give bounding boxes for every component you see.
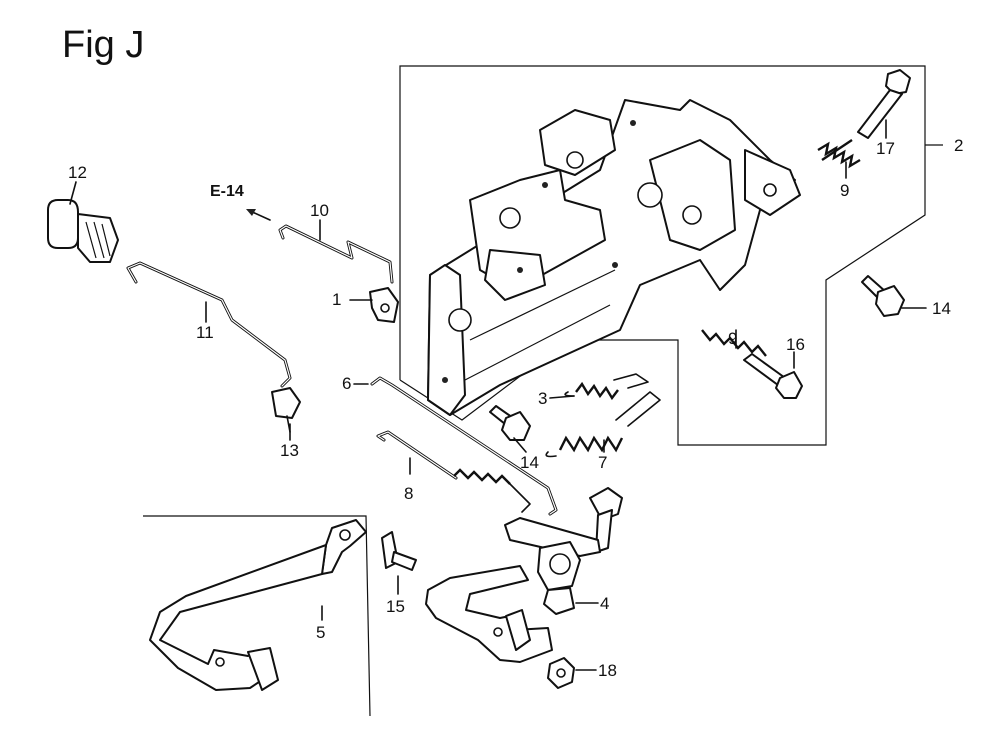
- callout-16: 16: [786, 335, 805, 354]
- wire-rod: [246, 209, 394, 284]
- clip: [369, 287, 399, 323]
- throttle-knob: [47, 199, 119, 263]
- callout-4: 4: [600, 594, 609, 613]
- callout-5: 5: [316, 623, 325, 642]
- nut-18: [547, 657, 575, 689]
- figure-title: Fig J: [62, 24, 145, 66]
- callout-9-upper: 9: [840, 181, 849, 200]
- ref-label: E-14: [210, 183, 244, 200]
- callout-18: 18: [598, 661, 617, 680]
- callout-14-center: 14: [520, 453, 539, 472]
- callout-8: 8: [404, 484, 413, 503]
- bolt-15: [381, 531, 417, 571]
- governor-rod: [370, 376, 558, 516]
- governor-plate: [427, 99, 801, 416]
- callout-17: 17: [876, 139, 895, 158]
- lower-lever: [425, 565, 553, 663]
- large-spring: [545, 391, 661, 458]
- upper-spring: [817, 139, 861, 169]
- sub-assembly-frame: [143, 515, 371, 717]
- callout-2: 2: [954, 136, 963, 155]
- bolt-14-right: [861, 275, 905, 317]
- callout-7: 7: [598, 453, 607, 472]
- callout-9-lower: 9: [728, 329, 737, 348]
- callout-3: 3: [538, 389, 547, 408]
- rod-joint: [271, 387, 301, 433]
- governor-arm: [504, 487, 623, 615]
- spring-rod: [376, 430, 531, 513]
- small-spring: [564, 373, 649, 401]
- callout-10: 10: [310, 201, 329, 220]
- lever-5: [149, 519, 367, 691]
- callout-6: 6: [342, 374, 351, 393]
- callout-1: 1: [332, 290, 341, 309]
- control-rod: [126, 261, 292, 388]
- bolt-17: [857, 69, 911, 139]
- lower-spring: [701, 329, 767, 357]
- callout-11: 11: [196, 323, 214, 342]
- bolt-16: [743, 353, 803, 399]
- leader-lines: [69, 119, 927, 671]
- callout-12: 12: [68, 163, 87, 182]
- bolt-14-center: [489, 405, 531, 441]
- callout-15: 15: [386, 597, 405, 616]
- callout-13: 13: [280, 441, 299, 460]
- callout-14-right: 14: [932, 299, 951, 318]
